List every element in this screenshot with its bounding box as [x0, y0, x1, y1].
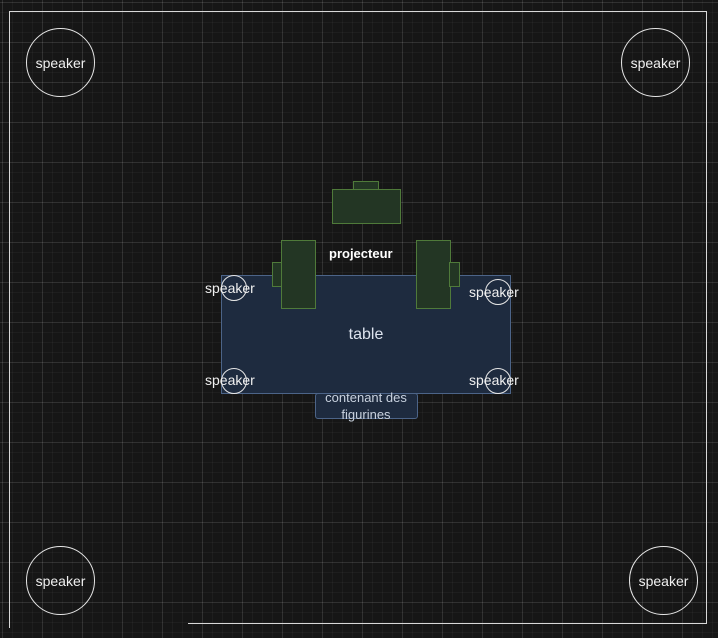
speaker-corner-top-right[interactable]: speaker [621, 28, 690, 97]
projector-right-tab[interactable] [449, 262, 460, 287]
speaker-table-bottom-left-label: speaker [205, 372, 255, 388]
figurines-container-label: contenant des figurines [325, 390, 407, 422]
figurines-container[interactable] [315, 393, 418, 419]
speaker-corner-top-left[interactable]: speaker [26, 28, 95, 97]
speaker-label: speaker [35, 572, 86, 589]
speaker-label: speaker [35, 54, 86, 71]
speaker-table-top-right[interactable] [485, 279, 511, 305]
projector-right-leg[interactable] [416, 240, 451, 309]
wall-top [9, 11, 707, 12]
speaker-table-top-left-label: speaker [205, 280, 255, 296]
speaker-label: speaker [638, 572, 689, 589]
projector-label: projecteur [329, 246, 393, 261]
table-label: table [348, 325, 384, 343]
wall-left [9, 11, 10, 628]
table[interactable]: table [221, 275, 511, 394]
wall-bottom [188, 623, 707, 624]
speaker-table-bottom-right-label: speaker [469, 372, 519, 388]
speaker-corner-bottom-right[interactable]: speaker [629, 546, 698, 615]
speaker-corner-bottom-left[interactable]: speaker [26, 546, 95, 615]
wall-right [706, 11, 707, 624]
projector-left-leg[interactable] [281, 240, 316, 309]
speaker-table-bottom-right[interactable] [485, 368, 511, 394]
speaker-table-top-left[interactable] [221, 275, 247, 301]
projector-body[interactable] [332, 189, 401, 224]
speaker-table-top-right-label: speaker [469, 284, 519, 300]
speaker-table-bottom-left[interactable] [221, 368, 247, 394]
speaker-label: speaker [630, 54, 681, 71]
